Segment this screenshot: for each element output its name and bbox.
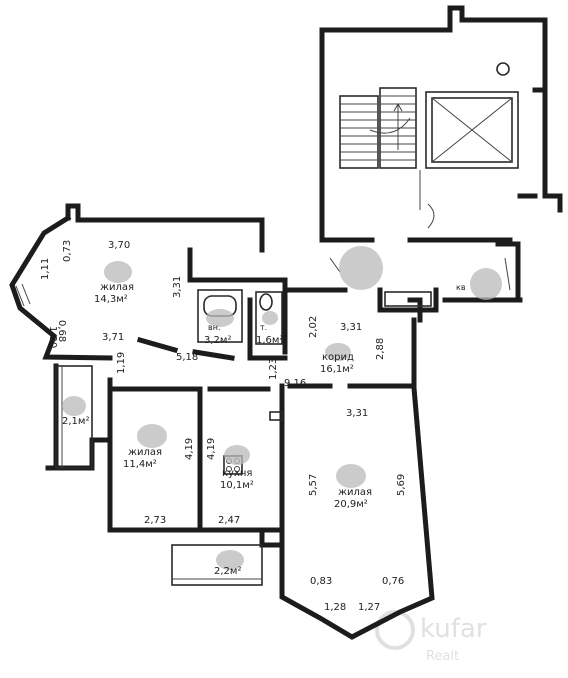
dimension: 3,31 [172,276,183,298]
dimension: 2,73 [144,515,166,526]
room-name: жилая [338,487,372,498]
redaction-mark [206,309,234,327]
dimension: 1,23 [268,358,279,380]
redaction-mark [262,311,278,325]
room-name: корид [322,352,354,363]
room-name: кухня [222,468,252,479]
dimension: 0,83 [310,576,332,587]
room-area: 2,2м² [214,566,241,577]
redaction-mark [137,424,167,448]
redaction-mark [470,268,502,300]
room-area: 16,1м² [320,364,354,375]
redaction-mark [216,550,244,570]
watermark-sub: Realt [426,649,459,664]
room-name: вн. [208,323,221,332]
room-area: 20,9м² [334,499,368,510]
room-name: т. [260,323,267,332]
dimension: 1,28 [324,602,346,613]
watermark-brand: kufar [420,614,487,644]
dimension: 2,47 [218,515,240,526]
stair-mark: кв [456,283,466,292]
dimension: 9,16 [284,378,306,389]
redaction-mark [336,464,366,488]
dimension: 1,27 [358,602,380,613]
redaction-mark [104,261,132,283]
dimension: 4,19 [206,438,217,460]
dimension: 1,11 [40,258,51,280]
dimension: 3,70 [108,240,130,251]
dimension: 3,31 [340,322,362,333]
dimension: 3,31 [346,408,368,419]
dimension: 0,73 [62,240,73,262]
stair-steps [339,87,417,169]
room-area: 1,6м² [256,335,283,346]
redaction-mark [339,246,383,290]
redaction-marks [62,246,502,570]
redaction-mark [224,445,250,465]
dimension-labels: 3,70 0,73 1,11 1,30 0,68 3,31 3,71 5,18 … [40,240,407,613]
dimension: 5,69 [396,474,407,496]
redaction-mark [325,343,351,361]
redaction-mark [62,396,86,416]
balcony-outlines [15,283,263,586]
stairwell [319,5,563,313]
room-name: жилая [100,282,134,293]
dimension: 5,57 [308,474,319,496]
room-area: 10,1м² [220,480,254,491]
exterior-walls [9,203,435,640]
dimension: 0,68 [56,320,67,342]
dimension: 2,02 [308,316,319,338]
room-labels: жилая 14,3м² вн. 3,2м² т. 1,6м² корид 16… [62,282,466,577]
dimension: 4,19 [184,438,195,460]
dimension: 2,88 [375,338,386,360]
watermark: kufar Realt [375,610,487,664]
room-name: жилая [128,447,162,458]
dimension: 0,76 [382,576,404,587]
room-area: 2,1м² [62,416,89,427]
dimension: 1,30 [47,326,58,348]
dimension: 5,18 [176,352,198,363]
room-area: 3,2м² [204,335,231,346]
room-area: 11,4м² [123,459,157,470]
dimension: 3,71 [102,332,124,343]
dimension: 1,19 [116,352,127,374]
room-area: 14,3м² [94,294,128,305]
